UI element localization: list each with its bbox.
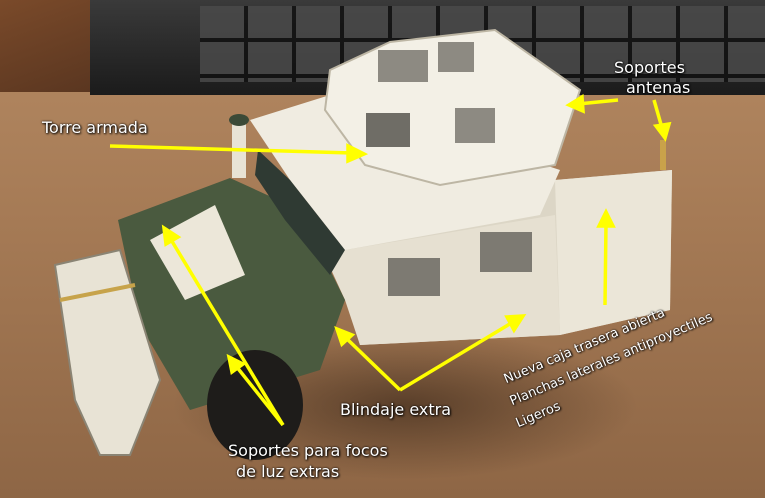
brush-guard (53, 248, 162, 456)
arrowhead (161, 224, 182, 247)
keyboard-keys (200, 6, 765, 82)
arrow-torre (109, 144, 353, 155)
arrow-focos-1 (168, 237, 285, 426)
antenna-mount (660, 140, 666, 170)
turret-window (378, 50, 428, 82)
arrow-antenas-left (577, 98, 619, 106)
windshield (255, 150, 345, 275)
label-soportes-antenas-line1: Soportes (614, 58, 685, 77)
label-focos-line2: de luz extras (236, 462, 340, 481)
arrow-blindaje-left (343, 335, 402, 392)
label-blindaje-extra: Blindaje extra (340, 400, 452, 419)
turret-window (455, 108, 495, 143)
arrow-caja (603, 223, 608, 306)
front-wheel (207, 350, 303, 460)
arrowhead (334, 325, 356, 348)
arrow-antenas-right (652, 99, 664, 129)
label-soportes-antenas-line2: antenas (626, 78, 691, 97)
arrow-blindaje-right (399, 320, 514, 392)
door-window (480, 232, 532, 272)
arrowhead (596, 208, 616, 228)
side-armor-plate (555, 170, 672, 335)
turret-window (366, 113, 410, 147)
door-window (388, 258, 440, 296)
label-focos-line1: Soportes para focos (228, 441, 388, 460)
antenna-cap (229, 114, 249, 126)
arrowhead (652, 121, 672, 142)
bumper-bar (59, 283, 136, 302)
arrowhead (346, 143, 369, 164)
annotation-arrows (109, 93, 672, 427)
arrowhead (226, 353, 247, 376)
hood-radiator-panel (150, 205, 245, 300)
label-torre-armada: Torre armada (42, 118, 148, 137)
desk-background (0, 0, 92, 92)
arrow-focos-2 (234, 364, 285, 427)
arrowhead (504, 314, 527, 334)
arrowhead (565, 93, 585, 114)
turret-window (438, 42, 474, 72)
